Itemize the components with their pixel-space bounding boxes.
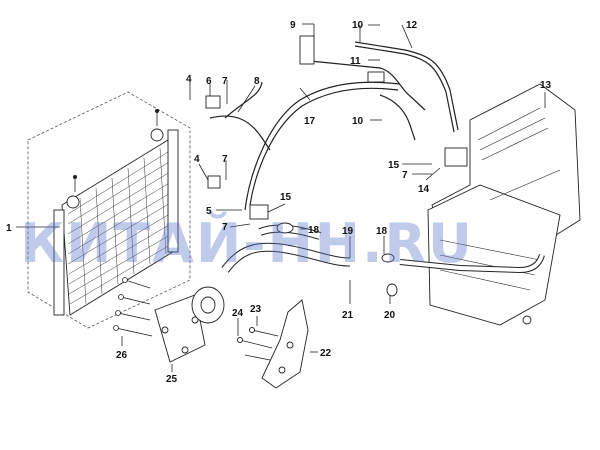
- callout-7c: 7: [402, 170, 408, 181]
- pipe-17: [244, 81, 401, 211]
- callout-17: 17: [304, 116, 316, 127]
- callout-labels: 1 4 6 7 8 9 10 12 11 13 17 10 4 7 15 7 1…: [6, 20, 552, 385]
- o-ring-18: [276, 222, 294, 234]
- receiver-drier-tank: [53, 209, 65, 316]
- bracket-body: [261, 299, 309, 389]
- callout-7a: 7: [222, 76, 228, 87]
- callout-14: 14: [418, 184, 430, 195]
- drier-cap: [66, 195, 80, 209]
- callout-8: 8: [254, 76, 260, 87]
- callout-13: 13: [540, 80, 552, 91]
- callout-15a: 15: [388, 160, 400, 171]
- pipe-12: [354, 41, 459, 131]
- compressor-bracket: [237, 299, 309, 389]
- pipe-8: [209, 115, 271, 151]
- grommet-20: [386, 283, 398, 297]
- callout-10b: 10: [352, 116, 364, 127]
- callout-26: 26: [116, 350, 128, 361]
- callout-9: 9: [290, 20, 296, 31]
- condenser-fins: [67, 147, 176, 305]
- condenser-assembly: [27, 91, 191, 329]
- hoses: [221, 222, 398, 297]
- leader-lines: [16, 23, 546, 372]
- condenser-cap: [150, 128, 164, 142]
- compressor-bolts: [113, 277, 153, 337]
- callout-11: 11: [350, 56, 361, 67]
- hose-21: [222, 243, 351, 273]
- expansion-valve: [444, 147, 468, 167]
- callout-7b: 7: [222, 154, 228, 165]
- callout-18b: 18: [376, 226, 388, 237]
- callout-4a: 4: [186, 74, 192, 85]
- callout-25: 25: [166, 374, 178, 385]
- hvac-ribs: [439, 107, 561, 291]
- hvac-lower-housing: [427, 184, 561, 326]
- callout-18a: 18: [308, 225, 320, 236]
- compressor: [154, 286, 225, 363]
- hvac-unit: [399, 83, 581, 326]
- callout-1: 1: [6, 223, 12, 234]
- condenser-dashed-frame: [27, 91, 191, 329]
- watermark: КИТАЙ-НН.RU: [20, 212, 474, 275]
- callout-12: 12: [406, 20, 418, 31]
- pipe-bracket-6: [205, 95, 221, 109]
- callout-7d: 7: [222, 222, 228, 233]
- callout-15b: 15: [280, 192, 292, 203]
- callout-19: 19: [342, 226, 354, 237]
- condenser-side-tank: [167, 129, 179, 253]
- callout-4b: 4: [194, 154, 200, 165]
- refrigerant-pipes: [205, 35, 459, 220]
- callout-5: 5: [206, 206, 212, 217]
- compressor-body: [154, 294, 206, 363]
- callout-20: 20: [384, 310, 396, 321]
- callout-10a: 10: [352, 20, 364, 31]
- callout-23: 23: [250, 304, 262, 315]
- pipe-bracket-9: [299, 35, 315, 65]
- callout-6: 6: [206, 76, 212, 87]
- callout-22: 22: [320, 348, 332, 359]
- callout-24: 24: [232, 308, 244, 319]
- callout-21: 21: [342, 310, 354, 321]
- drain-tube: [399, 254, 544, 273]
